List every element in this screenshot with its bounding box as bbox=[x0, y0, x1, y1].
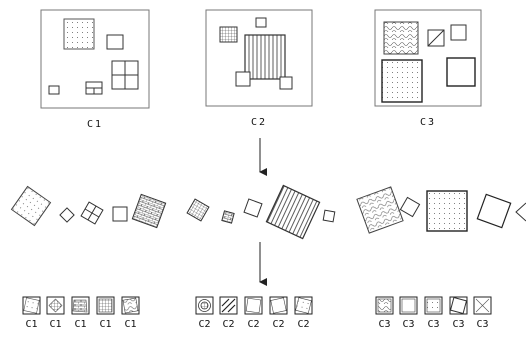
patch bbox=[187, 199, 209, 221]
patch bbox=[477, 194, 510, 227]
thumb-c1-3 bbox=[72, 297, 89, 314]
thumb-label: C1 bbox=[49, 319, 61, 330]
patch bbox=[81, 202, 103, 224]
patch bbox=[113, 207, 127, 221]
patch bbox=[222, 211, 234, 223]
patch-partial bbox=[516, 203, 526, 221]
patch bbox=[266, 185, 319, 238]
thumb-label: C2 bbox=[247, 319, 259, 330]
thumb-label: C3 bbox=[452, 319, 464, 330]
patch bbox=[427, 191, 467, 231]
source-image-c3 bbox=[375, 10, 481, 106]
thumb-c3-1 bbox=[376, 297, 393, 314]
patch bbox=[400, 197, 419, 216]
thumb-c1-1 bbox=[23, 297, 40, 314]
thumb-c1-5 bbox=[122, 297, 139, 314]
extracted-patches-c2 bbox=[187, 185, 335, 238]
patch bbox=[357, 187, 403, 233]
thumb-label: C2 bbox=[198, 319, 210, 330]
patch bbox=[60, 208, 74, 222]
thumb-c1-2 bbox=[47, 297, 64, 314]
extracted-patches-c1 bbox=[12, 187, 166, 228]
thumb-c2-5 bbox=[295, 297, 312, 314]
thumb-c2-4 bbox=[270, 297, 287, 314]
thumb-c2-1 bbox=[196, 297, 213, 314]
thumb-label: C3 bbox=[378, 319, 390, 330]
patch bbox=[244, 199, 262, 217]
source-label-c2: C2 bbox=[251, 117, 267, 128]
source-image-c1 bbox=[41, 10, 149, 108]
thumb-label: C2 bbox=[272, 319, 284, 330]
normalized-thumbnails bbox=[23, 297, 491, 314]
source-label-c3: C3 bbox=[420, 117, 436, 128]
thumb-label: C1 bbox=[74, 319, 86, 330]
thumb-c2-2 bbox=[220, 297, 237, 314]
patch bbox=[132, 194, 165, 227]
thumb-c3-2 bbox=[400, 297, 417, 314]
thumb-label: C2 bbox=[297, 319, 309, 330]
thumb-label: C3 bbox=[427, 319, 439, 330]
thumb-label: C2 bbox=[222, 319, 234, 330]
thumb-label: C3 bbox=[402, 319, 414, 330]
thumb-c1-4 bbox=[97, 297, 114, 314]
thumb-label: C3 bbox=[476, 319, 488, 330]
thumbnail-labels: C1 C1 C1 C1 C1 C2 C2 C2 C2 C2 C3 C3 C3 C… bbox=[25, 319, 488, 330]
patch bbox=[323, 210, 335, 222]
extracted-patches-c3 bbox=[357, 187, 526, 233]
source-image-c2 bbox=[206, 10, 312, 106]
patch bbox=[12, 187, 51, 226]
thumb-c3-3 bbox=[425, 297, 442, 314]
thumb-label: C1 bbox=[124, 319, 136, 330]
thumb-label: C1 bbox=[25, 319, 37, 330]
thumb-c3-5 bbox=[474, 297, 491, 314]
thumb-c2-3 bbox=[245, 297, 262, 314]
thumb-c3-4 bbox=[450, 297, 467, 314]
source-label-c1: C1 bbox=[87, 119, 103, 130]
thumb-label: C1 bbox=[99, 319, 111, 330]
